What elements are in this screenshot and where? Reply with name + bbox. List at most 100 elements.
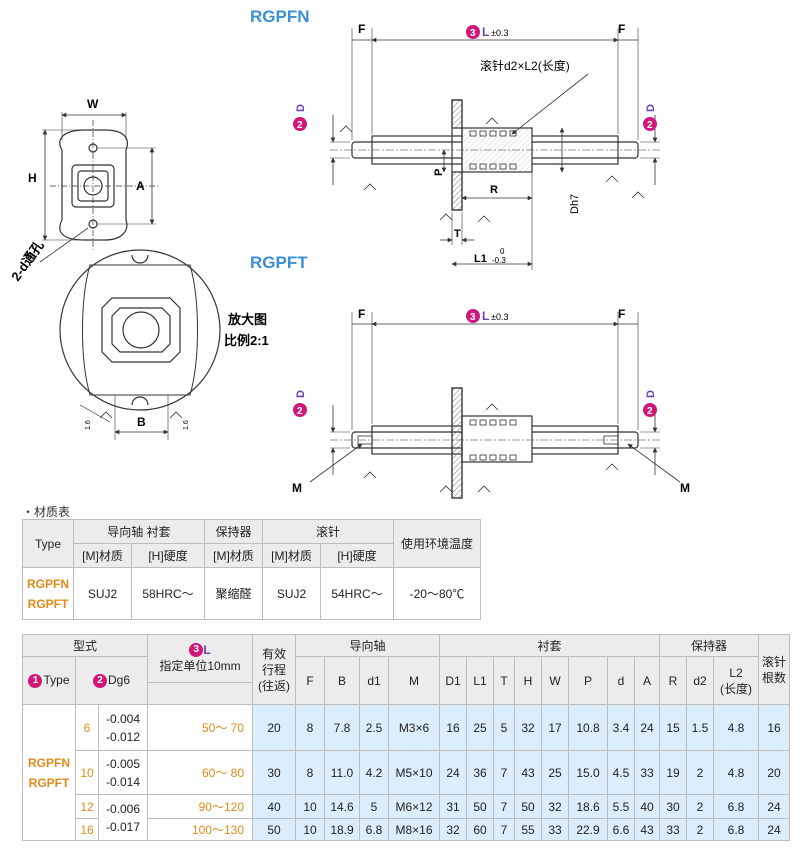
spec-h-h: H	[514, 656, 542, 705]
svg-text:3: 3	[470, 28, 476, 39]
rgpft-side-view	[309, 312, 681, 499]
spec-h-d: d	[607, 656, 635, 705]
spec-cell-r: 33	[659, 818, 687, 841]
mat-type-cell: RGPFN RGPFT	[22, 567, 74, 620]
spec-cell-f: 8	[295, 750, 325, 795]
spec-cell-n: 20	[758, 750, 790, 795]
spec-cell-r: 30	[659, 794, 687, 819]
svg-text:2: 2	[297, 120, 303, 131]
spec-h-bush: 衬套	[439, 634, 660, 657]
dim-d-left: D	[295, 104, 307, 112]
num3-marker	[466, 25, 480, 39]
dim-l1: L1	[474, 253, 487, 265]
rough-b-left: 1.6	[85, 420, 92, 430]
dim-d-right: D	[645, 104, 657, 112]
spec-cell-h: 50	[514, 794, 542, 819]
svg-text:2: 2	[647, 120, 653, 131]
spec-type-rgpfn: RGPFN	[28, 755, 70, 770]
dim-p: P	[433, 169, 445, 176]
spec-dg6-tol: -0.005-0.014	[98, 750, 148, 795]
spec-cell-f: 10	[295, 818, 325, 841]
spec-cell-a: 43	[634, 818, 660, 841]
spec-cell-w: 25	[541, 750, 569, 795]
spec-cell-d: 4.5	[607, 750, 635, 795]
mat-retainer-mat: 聚缩醛	[203, 567, 263, 620]
spec-cell-a: 33	[634, 750, 660, 795]
mat-h-ret-mat: [M]材质	[203, 543, 263, 568]
spec-cell-stroke: 40	[252, 794, 296, 819]
mat-type-rgpfn: RGPFN	[27, 576, 69, 591]
spec-cell-l2: 6.8	[713, 818, 759, 841]
mat-h-roller: 滚针	[261, 519, 395, 544]
drawing-svg: RGPFN RGPFT W H A 2-d通孔	[8, 7, 690, 499]
dim-f-left: F	[358, 22, 365, 36]
spec-h-a: A	[634, 656, 660, 705]
spec-cell-l1: 25	[466, 704, 494, 751]
spec-cell-l1: 50	[466, 794, 494, 819]
spec-cell-stroke: 50	[252, 818, 296, 841]
spec-cell-t: 7	[493, 818, 515, 841]
dim-l: L	[482, 25, 489, 39]
dim-f-right: F	[618, 22, 625, 36]
mat-h-retainer: 保持器	[203, 519, 263, 544]
spec-cell-b: 7.8	[324, 704, 360, 751]
mat-h-temp: 使用环境温度	[393, 519, 481, 568]
spec-h-model: 型式	[22, 634, 148, 657]
spec-h-t: T	[493, 656, 515, 705]
dim-l-tol-ft: ±0.3	[491, 312, 508, 322]
spec-cell-h: 55	[514, 818, 542, 841]
dim-l-tol: ±0.3	[491, 28, 508, 38]
spec-d: 12	[75, 794, 99, 819]
spec-num2-icon: 2	[92, 673, 107, 688]
roller-note: 滚针d2×L2(长度)	[480, 58, 570, 73]
spec-cell-l2: 4.8	[713, 704, 759, 751]
mat-guide-hard: 58HRC～	[131, 567, 205, 620]
material-table: Type 导向轴 衬套 保持器 滚针 使用环境温度 [M]材质 [H]硬度 [M…	[22, 519, 481, 620]
spec-l-range: 90～120	[147, 794, 253, 819]
spec-cell-p: 15.0	[568, 750, 608, 795]
spec-cell-d: 3.4	[607, 704, 635, 751]
spec-dg6-tol: -0.006-0.017	[98, 794, 148, 841]
spec-cell-d2: 1.5	[686, 704, 714, 751]
mat-h-type: Type	[22, 519, 74, 568]
spec-h-w: W	[541, 656, 569, 705]
spec-cell-f: 8	[295, 704, 325, 751]
spec-cell-m: M8×16	[388, 818, 440, 841]
dim-f-right-ft: F	[618, 307, 625, 321]
mat-guide-mat: SUJ2	[72, 567, 133, 620]
spec-h-b: B	[324, 656, 360, 705]
mat-roller-hard: 54HRC～	[320, 567, 394, 620]
spec-cell-n: 16	[758, 704, 790, 751]
material-caption: ・材质表	[22, 505, 71, 519]
flange-front-view	[39, 112, 160, 263]
hole-note: 2-d通孔	[8, 238, 46, 284]
spec-cell-d: 6.6	[607, 818, 635, 841]
dim-b: B	[137, 415, 146, 429]
spec-cell-r: 19	[659, 750, 687, 795]
spec-cell-r: 15	[659, 704, 687, 751]
spec-h-m: M	[388, 656, 440, 705]
enlarged-detail	[59, 249, 221, 440]
spec-cell-d2: 2	[686, 750, 714, 795]
spec-cell-t: 7	[493, 794, 515, 819]
spec-cell-n: 24	[758, 794, 790, 819]
num2-marker-left	[293, 117, 307, 131]
dim-m-right: M	[680, 481, 690, 495]
dim-t: T	[454, 228, 461, 240]
spec-l-range: 50～ 70	[147, 704, 253, 751]
spec-cell-d1: 16	[439, 704, 467, 751]
spec-cell-d1: 6.8	[359, 818, 389, 841]
spec-h-shaft: 导向轴	[295, 634, 440, 657]
spec-cell-d1: 2.5	[359, 704, 389, 751]
spec-h-d1: d1	[359, 656, 389, 705]
spec-cell-stroke: 20	[252, 704, 296, 751]
spec-cell-d1: 31	[439, 794, 467, 819]
spec-cell-d1: 5	[359, 794, 389, 819]
spec-num1-icon: 1	[28, 673, 43, 688]
